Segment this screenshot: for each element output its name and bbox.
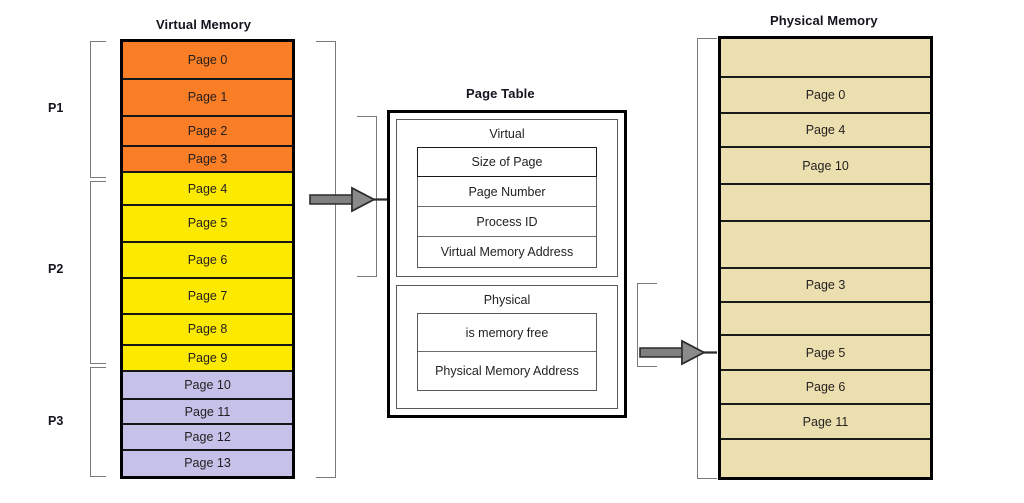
physical-memory-frame-label: Page 11 [802,414,849,429]
page-table-to-physical-arrow [638,339,718,372]
virtual-memory-page-11[interactable]: Page 11 [123,400,292,426]
virtual-memory-page-3[interactable]: Page 3 [123,147,292,174]
page-table-group-physical: Physical is memory free Physical Memory … [396,285,618,409]
virtual-memory-page-label: Page 8 [187,322,228,337]
virtual-memory-page-label: Page 4 [187,181,228,196]
physical-memory-column: Page 0 Page 4 Page 10 Page 3 Page 5 Page 6 Pag… [718,36,933,480]
physical-memory-frame-9[interactable]: Page 6 [721,371,930,406]
virtual-memory-page-label: Page 10 [184,378,231,393]
virtual-memory-connector-brace [316,41,336,478]
virtual-memory-page-0[interactable]: Page 0 [123,42,292,80]
virtual-memory-page-10[interactable]: Page 10 [123,371,292,401]
process-label-p1: P1 [48,101,64,115]
physical-memory-frame-2[interactable]: Page 4 [721,113,930,149]
physical-memory-free-frame-11[interactable] [721,440,930,477]
physical-memory-free-frame-4[interactable] [721,185,930,223]
virtual-memory-page-4[interactable]: Page 4 [123,173,292,206]
physical-memory-connector-brace [697,38,717,479]
physical-memory-frame-1[interactable]: Page 0 [721,77,930,114]
virtual-memory-page-5[interactable]: Page 5 [123,205,292,243]
physical-memory-frame-label: Page 0 [805,87,846,102]
physical-memory-frame-10[interactable]: Page 11 [721,405,930,441]
virtual-to-page-table-arrow [308,186,388,219]
physical-memory-title: Physical Memory [770,13,878,28]
page-table-group-title-physical: Physical [483,293,531,307]
page-table-field-page-number[interactable]: Page Number [418,177,596,207]
physical-memory-frame-3[interactable]: Page 10 [721,148,930,186]
page-table-field-is-memory-free[interactable]: is memory free [418,314,596,352]
virtual-memory-page-label: Page 12 [184,430,231,445]
page-table-field-process-id[interactable]: Process ID [418,207,596,237]
page-table-field-size-of-page[interactable]: Size of Page [417,147,597,177]
page-table-input-brace [357,116,377,277]
process-brace-p2 [90,181,106,364]
page-table-field-virtual-memory-address[interactable]: Virtual Memory Address [440,245,574,259]
physical-memory-free-frame-5[interactable] [721,222,930,269]
process-label-p3: P3 [48,414,64,428]
page-table-title: Page Table [466,86,535,101]
virtual-memory-column: Page 0 Page 1 Page 2 Page 3 Page 4 Page 5 Page… [120,39,295,479]
virtual-memory-title: Virtual Memory [156,17,252,32]
physical-memory-frame-label: Page 6 [805,380,846,395]
page-table-field-physical-memory-address[interactable]: Physical Memory Address [435,364,579,378]
virtual-memory-page-label: Page 5 [187,216,228,231]
virtual-memory-page-label: Page 3 [187,152,228,167]
virtual-memory-page-8[interactable]: Page 8 [123,315,292,346]
process-label-p2: P2 [48,262,64,276]
process-brace-p3 [90,367,106,477]
virtual-memory-page-label: Page 6 [187,253,228,268]
virtual-memory-page-label: Page 7 [187,289,228,304]
page-table-group-title-virtual: Virtual [489,127,525,141]
physical-memory-frame-label: Page 5 [805,345,846,360]
physical-memory-frame-label: Page 10 [802,158,849,173]
page-table-rows-virtual: Size of Page Page Number Process ID Virt… [417,147,597,268]
process-brace-p1 [90,41,106,178]
physical-memory-frame-6[interactable]: Page 3 [721,268,930,304]
physical-memory-free-frame-7[interactable] [721,303,930,337]
physical-memory-frame-label: Page 4 [805,123,846,138]
virtual-memory-page-1[interactable]: Page 1 [123,79,292,117]
virtual-memory-page-13[interactable]: Page 13 [123,450,292,476]
virtual-memory-page-label: Page 9 [187,350,228,365]
physical-memory-frame-label: Page 3 [805,278,846,293]
virtual-memory-page-label: Page 2 [187,123,228,138]
virtual-memory-page-6[interactable]: Page 6 [123,242,292,280]
virtual-memory-page-2[interactable]: Page 2 [123,116,292,148]
page-table-group-virtual: Virtual Size of Page Page Number Process… [396,119,618,277]
page-table-output-brace [637,283,657,367]
page-table-rows-physical: is memory free Physical Memory Address [417,313,597,391]
physical-memory-frame-8[interactable]: Page 5 [721,336,930,372]
virtual-memory-page-label: Page 0 [187,52,228,67]
virtual-memory-page-label: Page 1 [187,90,228,105]
virtual-memory-page-12[interactable]: Page 12 [123,425,292,451]
virtual-memory-page-9[interactable]: Page 9 [123,345,292,372]
virtual-memory-page-label: Page 13 [184,456,231,471]
virtual-memory-page-label: Page 11 [184,404,231,419]
page-table-box: Virtual Size of Page Page Number Process… [387,110,627,418]
physical-memory-free-frame-0[interactable] [721,39,930,78]
virtual-memory-page-7[interactable]: Page 7 [123,279,292,316]
